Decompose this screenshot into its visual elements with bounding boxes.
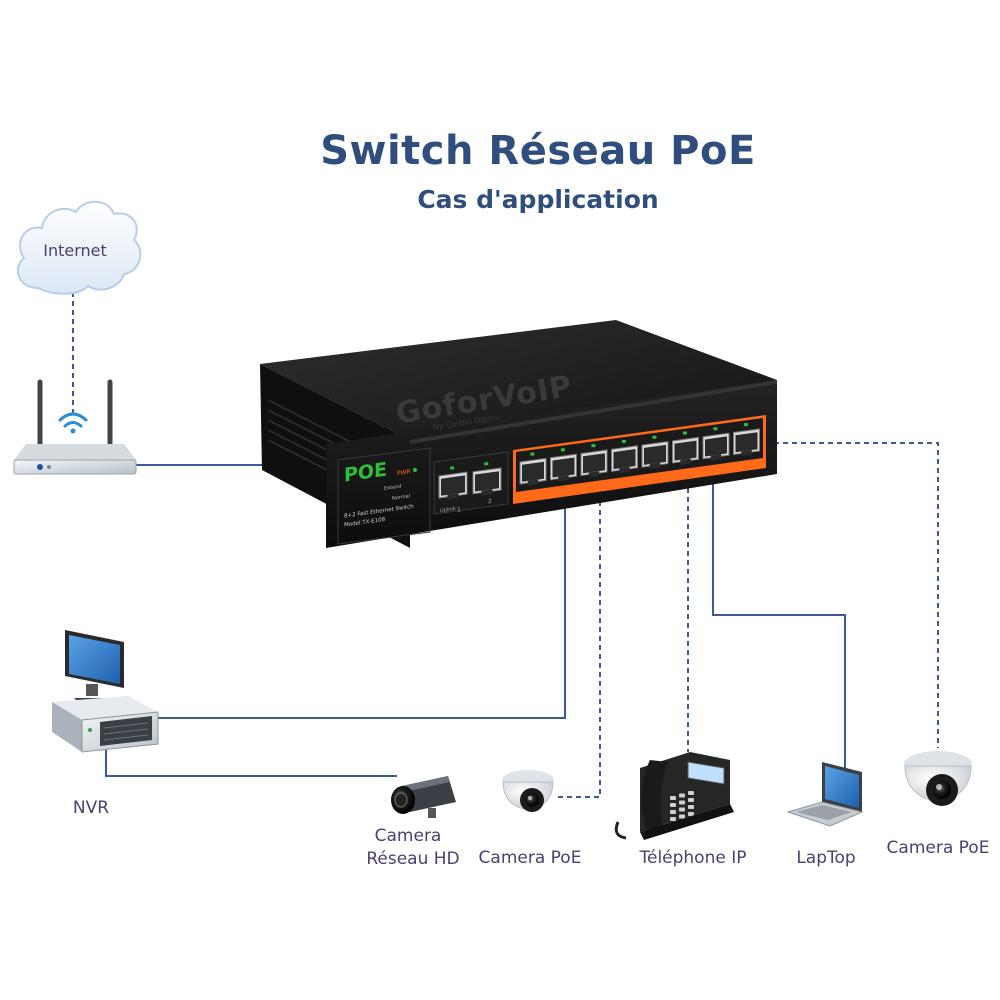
camera-hd-label-line1: Camera xyxy=(374,826,442,846)
wifi-icon xyxy=(58,412,88,434)
port-led xyxy=(484,462,489,466)
internet-cloud: Internet xyxy=(16,200,142,295)
poe-port xyxy=(733,423,760,457)
phone-key xyxy=(679,800,685,805)
camera-hd-label-line2: Réseau HD xyxy=(366,849,460,869)
port-led xyxy=(450,466,455,470)
port-led xyxy=(530,452,535,456)
port-led xyxy=(591,444,596,448)
phone-key xyxy=(679,793,685,798)
port-led xyxy=(682,431,687,435)
router xyxy=(13,379,137,475)
poe-port xyxy=(641,435,669,470)
phone-key xyxy=(670,810,676,814)
camera-poe-1-label: Camera PoE xyxy=(478,848,582,868)
phone-key xyxy=(679,807,685,812)
phone-key xyxy=(679,814,685,819)
box-camera-icon xyxy=(391,776,456,818)
laptop-label: LapTop xyxy=(796,848,856,868)
phone-key xyxy=(670,796,676,800)
uplink-port xyxy=(472,462,502,496)
ip-phone-label: Téléphone IP xyxy=(639,848,747,868)
uplink-port-1-number: 1 xyxy=(457,506,461,514)
cloud-label: Internet xyxy=(43,241,107,260)
link-nvr-camera-hd xyxy=(105,745,397,777)
mode-normal-label: Normal xyxy=(392,493,410,502)
link-switch-camera-poe-2 xyxy=(765,442,939,748)
phone-key xyxy=(688,812,694,816)
laptop-icon xyxy=(786,762,864,827)
phone-key xyxy=(688,798,694,802)
phone-key xyxy=(670,803,676,807)
nvr-label: NVR xyxy=(72,798,110,818)
link-switch-camera-poe-1 xyxy=(556,492,601,798)
port-led xyxy=(560,448,565,452)
network-links xyxy=(72,292,939,798)
ip-phone-device xyxy=(614,752,734,840)
uplink-ports: Uplink 1 2 xyxy=(433,451,509,515)
phone-key xyxy=(688,805,694,809)
monitor-icon xyxy=(65,630,124,704)
uplink-port-2-number: 2 xyxy=(488,498,492,506)
ip-phone-icon xyxy=(614,752,734,840)
poe-port xyxy=(611,439,638,474)
laptop-device xyxy=(786,762,864,827)
link-switch-laptop xyxy=(712,455,846,768)
poe-port xyxy=(519,452,547,486)
poe-port xyxy=(672,431,699,465)
server-icon xyxy=(52,696,159,753)
diagram-title: Switch Réseau PoE xyxy=(320,128,756,174)
poe-ports xyxy=(513,415,766,504)
port-led xyxy=(743,423,748,427)
cloud-icon xyxy=(16,200,142,295)
camera-hd-device xyxy=(391,776,456,818)
diagram-subtitle: Cas d'application xyxy=(417,185,659,214)
camera-poe-1-device xyxy=(502,770,554,812)
camera-poe-2-label: Camera PoE xyxy=(886,838,990,858)
link-switch-nvr xyxy=(158,492,566,719)
poe-port xyxy=(580,444,608,478)
phone-key xyxy=(670,817,676,821)
port-led xyxy=(652,435,657,439)
camera-poe-2-device xyxy=(904,751,972,806)
uplink-port xyxy=(438,466,468,500)
uplink-label: Uplink xyxy=(440,506,456,514)
poe-switch: GoforVoIP Ny Corbin Digital POE PWR Exte… xyxy=(260,320,777,548)
poe-port xyxy=(702,427,730,461)
port-led xyxy=(713,427,718,431)
nvr-device xyxy=(52,630,159,753)
pwr-label: PWR xyxy=(397,468,411,477)
phone-key xyxy=(688,791,694,795)
mode-extend-label: Extend xyxy=(384,484,401,492)
dome-camera-icon xyxy=(502,770,554,812)
port-led xyxy=(621,439,626,443)
dome-camera-icon xyxy=(904,751,972,806)
switch-model: Model:TX-E108 xyxy=(344,517,386,529)
poe-port xyxy=(550,448,577,482)
